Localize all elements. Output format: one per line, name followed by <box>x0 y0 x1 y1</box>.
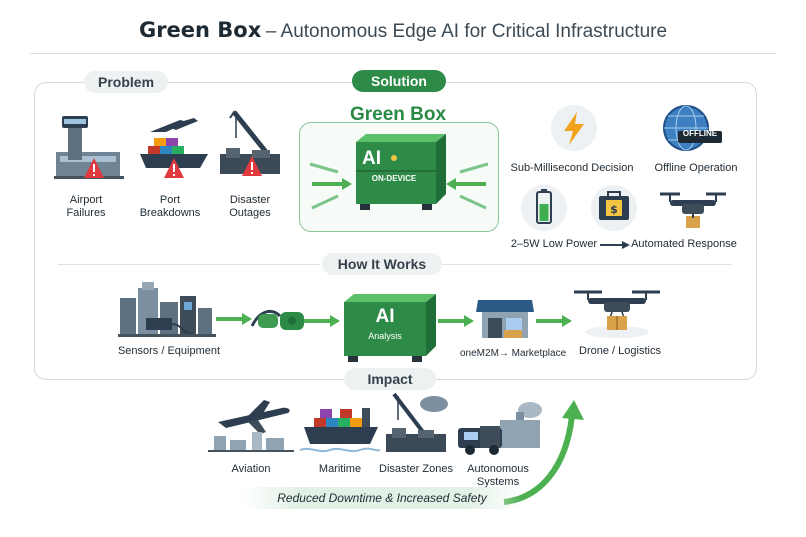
flow-arrow-1-icon <box>216 313 252 325</box>
section-how-label: How It Works <box>322 253 442 275</box>
section-problem-label: Problem <box>84 71 169 93</box>
analysis-device-icon <box>344 294 436 362</box>
response-drone-icon <box>660 192 726 228</box>
delivery-drone-icon <box>574 290 660 338</box>
offline-globe-icon <box>663 105 722 151</box>
port-ship-icon <box>140 118 208 178</box>
how-marketplace-label: oneM2M→ Marketplace <box>460 348 567 359</box>
sensors-equipment-icon <box>118 282 216 337</box>
page-subtitle: – Autonomous Edge AI for Critical Infras… <box>265 21 668 42</box>
green-box-title: Green Box <box>349 104 447 125</box>
arrow-right-icon <box>600 241 630 249</box>
problem-airport-line2: Failures <box>66 207 106 219</box>
disaster-zone-crane-icon <box>386 392 448 452</box>
feature-low-power: 2–5W Low Power <box>510 238 598 250</box>
how-divider-left <box>58 264 320 265</box>
money-case-icon: $ <box>591 185 637 231</box>
right-signal-arrows-icon <box>446 162 489 210</box>
svg-text:$: $ <box>610 203 618 216</box>
problem-port-line2: Breakdowns <box>139 207 201 219</box>
problem-port-line1: Port <box>159 194 181 206</box>
marketplace-store-icon <box>476 300 534 338</box>
how-device-ai: AI <box>375 306 395 327</box>
impact-autonomous-label: Autonomous Systems <box>462 463 534 489</box>
how-device-sub: Analysis <box>368 331 402 341</box>
feature-sub-millisecond: Sub-Millisecond Decision <box>510 162 634 174</box>
impact-maritime-label: Maritime <box>318 463 362 475</box>
green-box-device-icon <box>356 134 446 210</box>
flow-arrow-2-icon <box>304 315 340 327</box>
aviation-plane-icon <box>208 400 294 452</box>
header-divider <box>30 53 776 54</box>
section-impact-label: Impact <box>344 368 436 390</box>
feature-offline: Offline Operation <box>654 162 738 174</box>
airport-tower-icon <box>54 116 124 179</box>
flow-arrow-3-icon <box>438 315 474 327</box>
brand-name: Green Box <box>138 18 262 42</box>
impact-autonomous-line2: Systems <box>476 476 520 488</box>
autonomous-truck-icon <box>458 402 542 455</box>
problem-label-disaster: Disaster Outages <box>218 194 282 220</box>
impact-autonomous-line1: Autonomous <box>467 463 529 475</box>
problem-label-airport: Airport Failures <box>56 194 116 220</box>
left-signal-arrows-icon <box>309 162 352 210</box>
battery-icon <box>521 185 567 231</box>
lightning-icon <box>551 105 597 151</box>
how-sensors-label: Sensors / Equipment <box>117 345 221 357</box>
problem-disaster-line2: Outages <box>229 207 271 219</box>
problem-airport-line1: Airport <box>69 194 103 206</box>
how-drone-label: Drone / Logistics <box>579 345 661 357</box>
impact-banner: Reduced Downtime & Increased Safety <box>242 487 522 509</box>
impact-disaster-label: Disaster Zones <box>379 463 453 475</box>
page-title: Green Box – Autonomous Edge AI for Criti… <box>0 18 806 43</box>
flow-arrow-4-icon <box>536 315 572 327</box>
solution-device-sub: ON-DEVICE <box>371 174 417 183</box>
problem-label-port: Port Breakdowns <box>138 194 202 220</box>
problem-disaster-line1: Disaster <box>229 194 271 206</box>
section-solution-label: Solution <box>352 70 446 92</box>
maritime-ship-icon <box>299 408 381 453</box>
offline-badge: OFFLINE <box>682 129 718 138</box>
feature-automated-response: Automated Response <box>631 238 737 250</box>
disaster-crane-icon <box>220 110 280 176</box>
connector-cable-icon <box>250 309 304 330</box>
how-divider-right <box>442 264 732 265</box>
solution-device-ai: AI <box>362 148 381 169</box>
impact-aviation-label: Aviation <box>231 463 271 475</box>
